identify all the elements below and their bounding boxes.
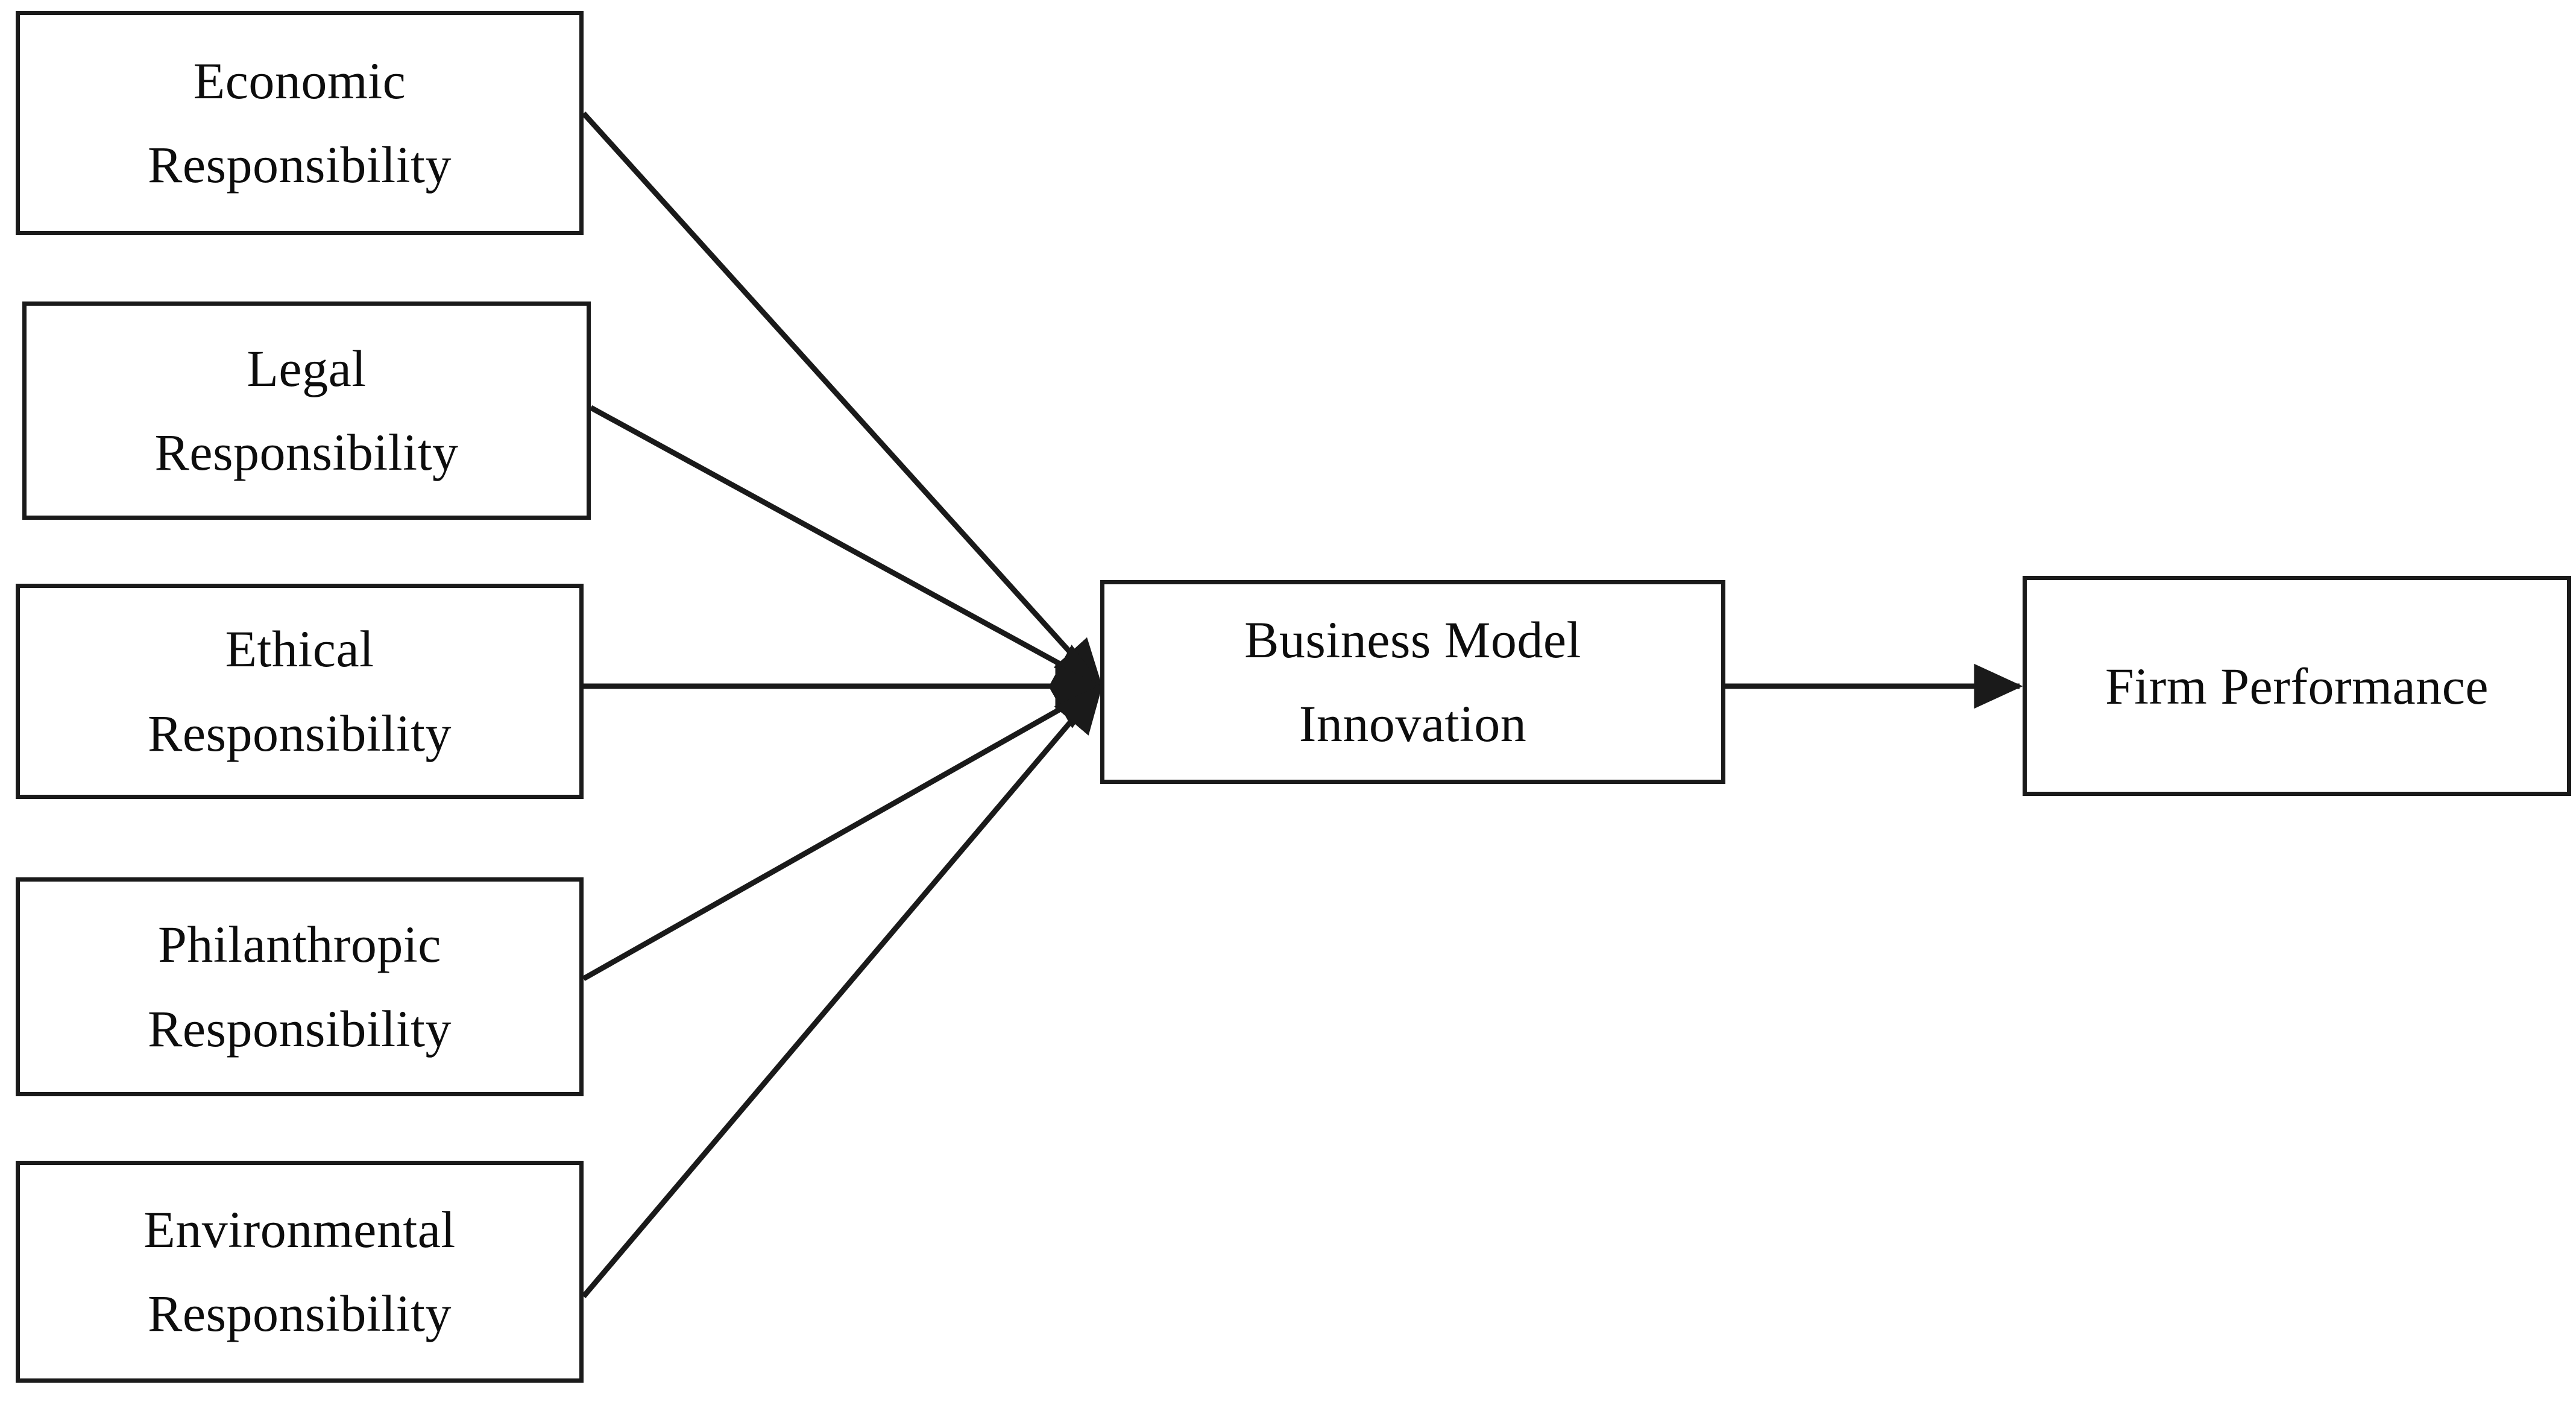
node-label-economic-responsibility-line-1: Economic [193,51,406,110]
node-label-ethical-responsibility-line-1: Ethical [225,620,374,678]
node-label-economic-responsibility-line-2: Responsibility [148,136,452,194]
node-label-philanthropic-responsibility-line-1: Philanthropic [158,915,441,974]
node-label-philanthropic-responsibility-line-2: Responsibility [148,999,452,1058]
node-label-firm-performance-line-1: Firm Performance [2105,657,2489,715]
node-label-ethical-responsibility-line-2: Responsibility [148,704,452,762]
node-label-environmental-responsibility-line-2: Responsibility [148,1284,452,1342]
connector-economic-to-bmi [581,111,1103,689]
node-label-legal-responsibility-line-2: Responsibility [154,423,459,481]
node-label-environmental-responsibility-line-1: Environmental [143,1200,456,1258]
connector-philanthropic-to-bmi [582,684,1104,981]
node-label-legal-responsibility-line-1: Legal [247,339,367,397]
connector-environmental-to-bmi [581,683,1103,1298]
node-firm-performance: Firm Performance [2023,576,2571,796]
connector-legal-to-bmi [589,405,1104,689]
node-label-business-model-innovation-line-1: Business Model [1244,610,1581,669]
node-label-business-model-innovation-line-2: Innovation [1299,695,1527,753]
